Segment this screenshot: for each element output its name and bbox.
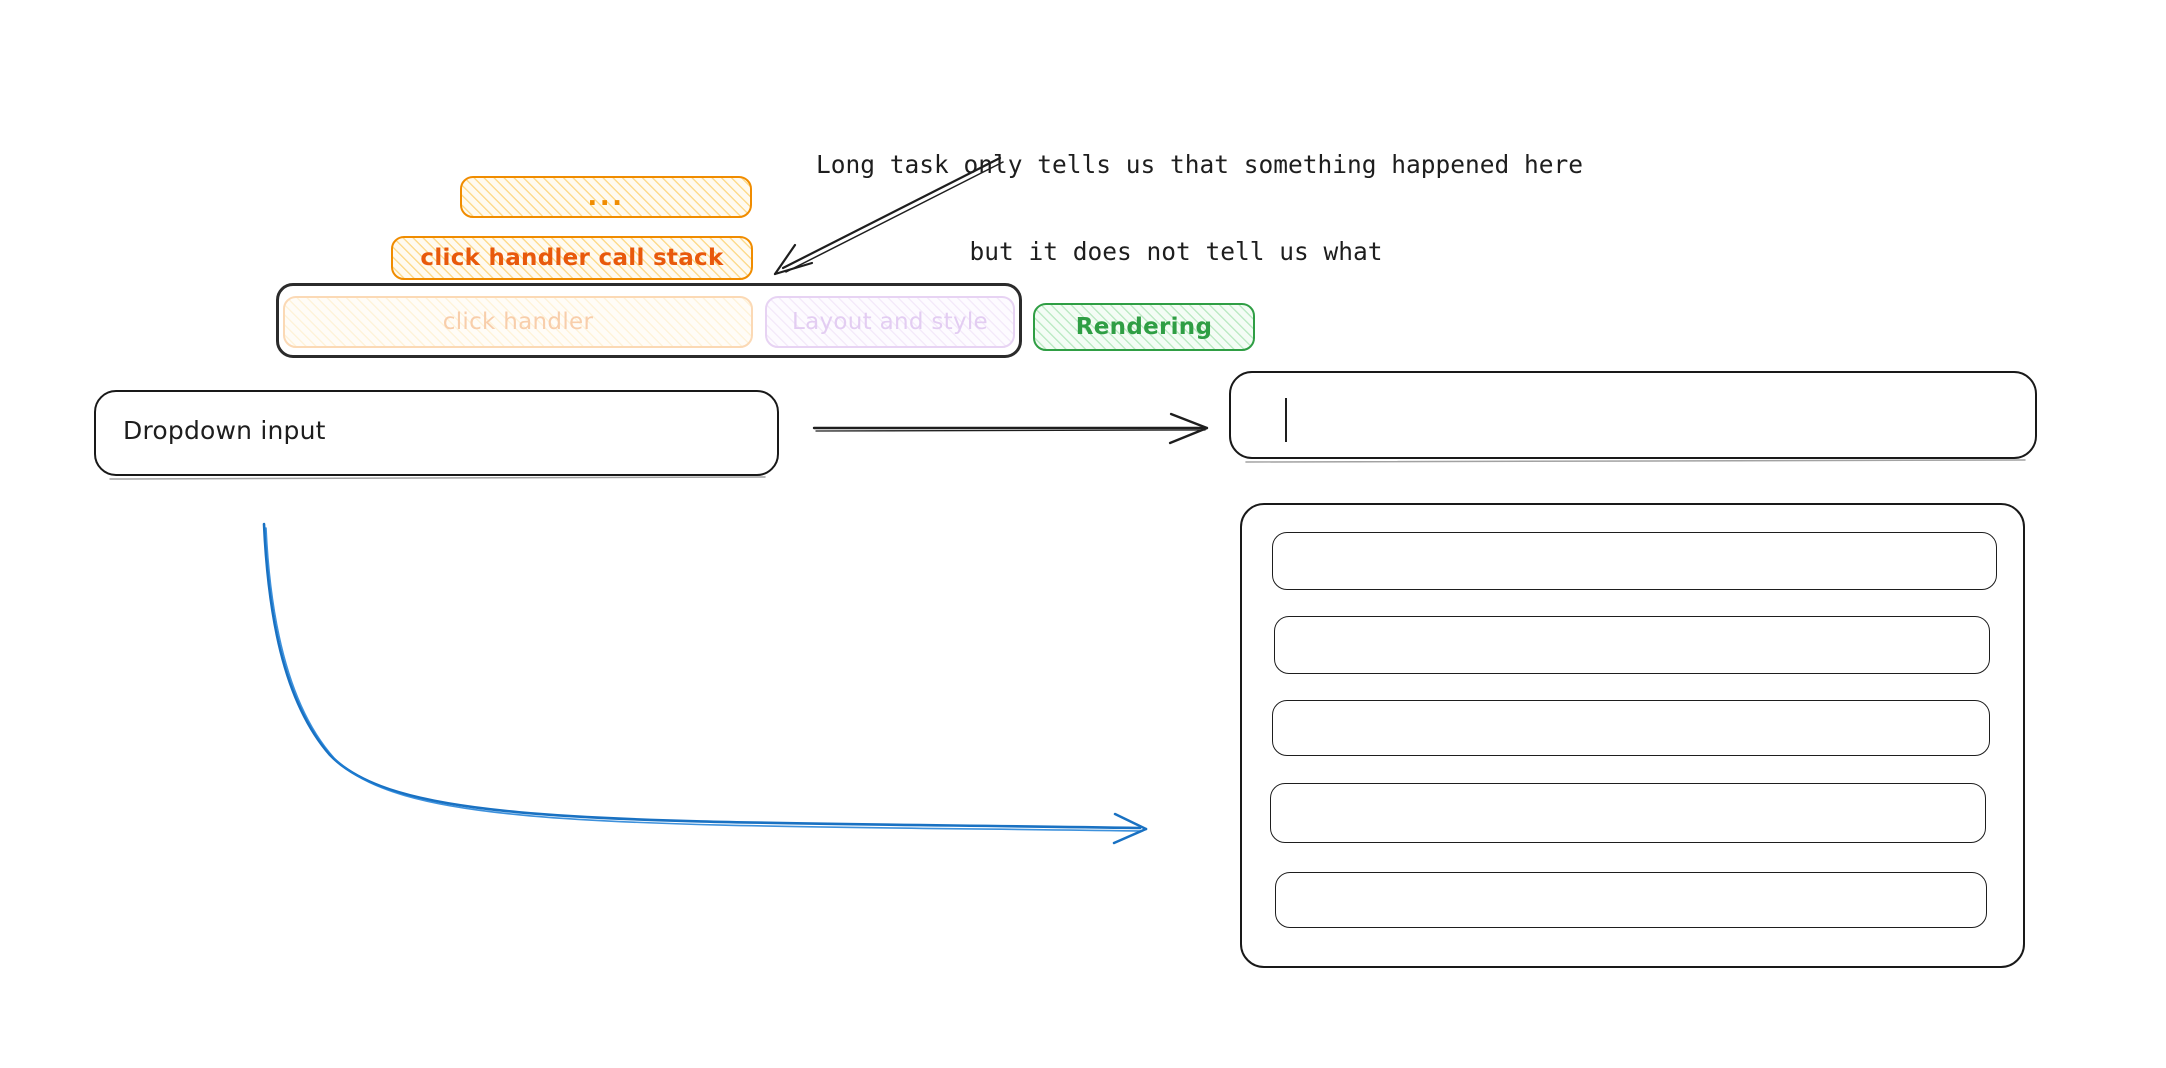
flame-bar-ellipsis-label: ... [587, 182, 625, 212]
annotation-text: Long task only tells us that something h… [816, 92, 1584, 295]
annotation-pointer-arrow [773, 156, 1004, 276]
dropdown-option[interactable] [1272, 532, 1997, 590]
trigger-to-panel-curved-arrow [262, 522, 1148, 845]
text-caret [1285, 398, 1288, 442]
annotation-line-2: but it does not tell us what [969, 237, 1383, 266]
flame-bar-click-handler-call-stack[interactable]: click handler call stack [391, 236, 753, 280]
dropdown-option[interactable] [1270, 783, 1986, 843]
flame-bar-ellipsis[interactable]: ... [460, 176, 752, 218]
dropdown-option[interactable] [1275, 872, 1987, 928]
long-task-frame [276, 283, 1022, 358]
flame-bar-rendering[interactable]: Rendering [1033, 303, 1255, 351]
dropdown-option[interactable] [1272, 700, 1990, 756]
dropdown-trigger-label: Dropdown input [123, 416, 326, 445]
dropdown-trigger[interactable] [94, 390, 779, 476]
flame-bar-layout-and-style-label: Layout and style [791, 309, 989, 335]
dropdown-option[interactable] [1274, 616, 1990, 674]
trigger-to-input-arrow [812, 412, 1209, 445]
flame-bar-layout-and-style[interactable]: Layout and style [765, 296, 1015, 348]
flame-bar-rendering-label: Rendering [1075, 314, 1213, 340]
search-input[interactable] [1229, 371, 2037, 459]
annotation-line-1: Long task only tells us that something h… [816, 150, 1584, 179]
flame-bar-click-handler[interactable]: click handler [283, 296, 753, 348]
flame-bar-click-handler-label: click handler [442, 309, 594, 335]
flame-bar-click-handler-call-stack-label: click handler call stack [420, 245, 724, 271]
